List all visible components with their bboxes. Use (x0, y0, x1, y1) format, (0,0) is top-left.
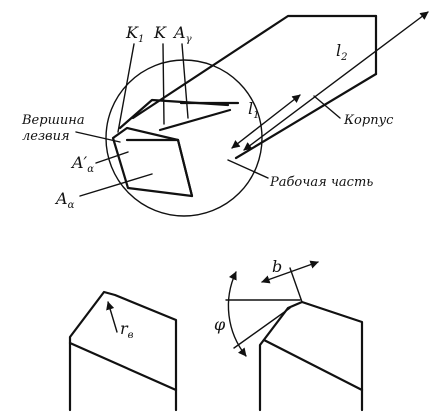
label-l1: l1 (248, 99, 260, 121)
rake-face-lower (158, 108, 232, 132)
k1-leader (117, 43, 135, 133)
shank-top-edge (131, 14, 378, 120)
label-l2: l2 (336, 41, 348, 63)
cutting-head-outline (111, 126, 194, 198)
chamfer-tip-outline (258, 300, 364, 412)
body-leader (313, 95, 341, 119)
label-phi: φ (214, 315, 226, 334)
label-a-alpha: Aα (54, 189, 75, 211)
main-view-labels: K1 K Aγ Вершина лезвия A′α Aα l1 l2 Корп… (21, 23, 394, 211)
label-body: Корпус (343, 113, 394, 128)
rake-face-edge (118, 98, 230, 130)
label-radius: rв (120, 319, 134, 341)
chamfer-tip-flank-edge (262, 338, 364, 392)
vertex-leader (75, 131, 121, 143)
main-flank-edge (176, 138, 194, 198)
a-alpha-prime-leader (95, 151, 129, 164)
radius-tip-flank-edge (68, 341, 178, 392)
radius-tip-outline (68, 290, 178, 412)
b-dimension-arrow (261, 260, 319, 284)
main-tool-view (75, 11, 429, 217)
label-a-gamma: Aγ (172, 23, 192, 45)
a-alpha-leader (79, 173, 153, 197)
label-a-alpha-prime: A′α (70, 153, 94, 175)
label-k: K (153, 23, 167, 42)
l2-dimension-arrow (243, 11, 429, 151)
label-working-part: Рабочая часть (269, 175, 373, 190)
label-k1: K1 (125, 23, 144, 45)
label-b: b (272, 257, 282, 276)
radius-arrow (106, 301, 118, 333)
label-vertex-line2: лезвия (22, 129, 70, 144)
chamfer-tip-view: b φ (214, 257, 364, 412)
phi-angle-arc (227, 271, 247, 357)
a-gamma-leader (181, 43, 189, 119)
chamfer-extension-line (289, 267, 303, 303)
label-vertex-line1: Вершина (21, 113, 85, 128)
k-leader (162, 43, 165, 125)
working-part-leader (227, 159, 269, 179)
radius-tip-view: rв (68, 290, 178, 412)
